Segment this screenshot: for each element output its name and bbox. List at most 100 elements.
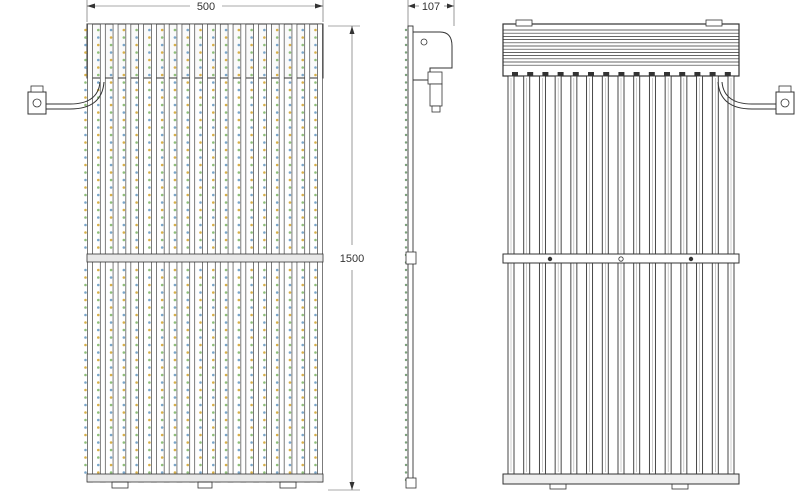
led-dot — [84, 231, 87, 234]
led-dot — [173, 223, 177, 227]
led-dot — [135, 36, 138, 39]
led-dot — [148, 276, 151, 279]
led-dot — [186, 433, 190, 437]
side-led-dot — [404, 351, 408, 354]
led-dot — [96, 58, 100, 62]
led-dot — [211, 81, 215, 84]
led-dot — [301, 441, 305, 444]
led-dot — [275, 238, 279, 242]
led-dot — [122, 88, 126, 92]
led-dot — [263, 163, 266, 167]
led-dot — [160, 433, 164, 437]
led-dot — [263, 306, 266, 309]
led-dot — [160, 298, 164, 302]
led-dot — [186, 403, 190, 407]
led-dot — [186, 306, 190, 309]
led-dot — [314, 111, 317, 114]
side-bottom-clip — [405, 477, 417, 489]
led-dot — [84, 403, 87, 407]
led-dot — [288, 276, 292, 279]
led-dot — [160, 193, 164, 197]
led-dot — [84, 328, 87, 332]
led-dot — [109, 291, 113, 294]
led-dot — [173, 396, 177, 399]
led-dot — [84, 321, 87, 324]
led-dot — [237, 418, 241, 422]
led-dot — [224, 336, 228, 339]
led-dot — [275, 246, 279, 249]
led-dot — [237, 366, 241, 369]
side-led-dot — [404, 433, 408, 437]
front-led-strip — [266, 23, 272, 483]
led-dot — [109, 238, 113, 242]
led-dot — [275, 283, 279, 287]
led-dot — [135, 118, 138, 122]
led-dot — [96, 246, 100, 249]
led-dot — [109, 343, 113, 347]
led-dot — [250, 133, 253, 137]
led-dot — [211, 216, 215, 219]
led-dot — [275, 223, 279, 227]
led-dot — [263, 336, 266, 339]
led-dot — [275, 231, 279, 234]
led-dot — [211, 178, 215, 182]
led-dot — [250, 171, 253, 174]
led-dot — [186, 351, 190, 354]
led-dot — [288, 298, 292, 302]
led-dot — [109, 268, 113, 272]
led-dot — [96, 441, 100, 444]
led-dot — [96, 51, 100, 54]
led-dot — [160, 156, 164, 159]
led-dot — [109, 208, 113, 212]
led-dot — [263, 351, 266, 354]
led-dot — [96, 388, 100, 392]
led-dot — [224, 283, 228, 287]
led-dot — [84, 111, 87, 114]
led-dot — [186, 388, 190, 392]
led-dot — [186, 381, 190, 384]
side-led-dot — [404, 381, 408, 384]
led-dot — [84, 426, 87, 429]
led-dot — [250, 276, 253, 279]
led-dot — [122, 313, 126, 317]
led-dot — [173, 118, 177, 122]
led-dot — [122, 388, 126, 392]
led-dot — [109, 381, 113, 384]
led-dot — [135, 388, 138, 392]
side-led-dot — [404, 171, 408, 174]
led-dot — [186, 43, 190, 47]
led-dot — [288, 463, 292, 467]
led-dot — [135, 43, 138, 47]
led-dot — [250, 28, 253, 32]
led-dot — [301, 73, 305, 77]
led-dot — [275, 366, 279, 369]
led-dot — [301, 178, 305, 182]
led-dot — [237, 246, 241, 249]
led-dot — [148, 403, 151, 407]
led-dot — [173, 441, 177, 444]
led-dot — [148, 388, 151, 392]
led-dot — [263, 58, 266, 62]
led-dot — [173, 388, 177, 392]
led-dot — [250, 313, 253, 317]
led-dot — [148, 441, 151, 444]
led-dot — [199, 238, 202, 242]
led-dot — [211, 201, 215, 204]
led-dot — [237, 351, 241, 354]
led-dot — [314, 268, 317, 272]
led-dot — [301, 96, 305, 99]
led-dot — [301, 448, 305, 452]
led-dot — [109, 298, 113, 302]
led-dot — [109, 306, 113, 309]
led-dot — [211, 283, 215, 287]
led-dot — [211, 126, 215, 129]
led-dot — [148, 336, 151, 339]
header-tab — [588, 72, 594, 76]
side-led-dot — [404, 81, 408, 84]
led-dot — [122, 471, 126, 474]
led-dot — [288, 111, 292, 114]
led-dot — [250, 81, 253, 84]
led-dot — [237, 396, 241, 399]
led-dot — [288, 396, 292, 399]
side-led-dot — [404, 96, 408, 99]
